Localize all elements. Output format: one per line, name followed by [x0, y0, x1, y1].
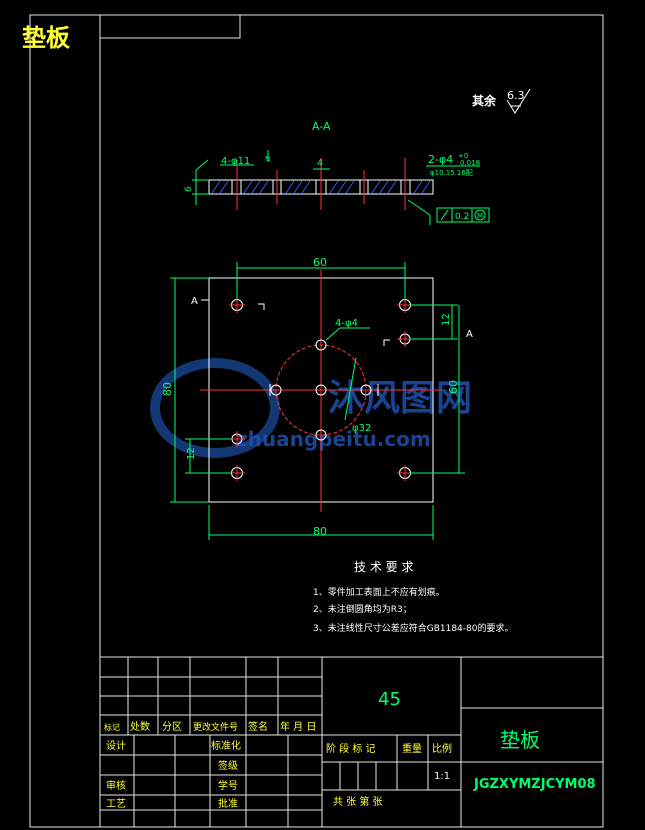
- dim-right-top: 12: [441, 313, 452, 326]
- watermark: 沐风图网 zhuangpeitu.com: [150, 358, 472, 458]
- weight-header: 重量: [402, 742, 422, 755]
- plan-view: 60 80 80 12 12 60 4-φ4 φ32 A A: [161, 256, 473, 540]
- watermark-name: 沐风图网: [328, 378, 472, 419]
- dim-tol-lower: 0.018: [460, 159, 480, 167]
- drawing-number: JGZXYMZJCYM08: [473, 777, 596, 792]
- dim-thickness: 6: [184, 186, 194, 192]
- dim-left-small: 12: [186, 447, 197, 460]
- dim-left: 80: [161, 382, 174, 396]
- dim-holes-left: 4-φ11: [221, 156, 250, 167]
- role-standard: 标准化: [211, 739, 241, 752]
- scale-value: 1:1: [434, 771, 450, 782]
- position-symbol-icon: [440, 209, 449, 221]
- watermark-logo-icon: [150, 358, 280, 458]
- tol-value: 0.2: [455, 212, 469, 222]
- tech-item-2: 2、未注倒圆角均为R3；: [313, 603, 412, 615]
- role-student-id: 学号: [218, 779, 238, 792]
- surface-finish-value: 6.3: [507, 89, 525, 102]
- dim-circle: φ32: [352, 423, 371, 434]
- dim-note: φ10.15.16配: [430, 169, 473, 177]
- rev-header-5: 年 月 日: [280, 720, 316, 733]
- rev-header-0: 标记: [104, 722, 120, 732]
- roughness-symbol-icon: [506, 88, 531, 114]
- rev-header-2: 分区: [162, 721, 182, 733]
- tech-item-3: 3、未注线性尺寸公差应符合GB1184-80的要求。: [313, 622, 513, 634]
- dim-tol-upper: +0: [458, 152, 468, 160]
- watermark-url: zhuangpeitu.com: [236, 427, 431, 451]
- dim-top: 60: [313, 256, 327, 269]
- datum-mark-icon: N: [265, 155, 270, 163]
- pitch-circle: [275, 344, 367, 436]
- dim-slot: 4: [317, 158, 323, 169]
- role-review: 审核: [106, 779, 126, 792]
- stage-header: 阶 段 标 记: [326, 742, 376, 755]
- role-approve: 批准: [218, 797, 238, 810]
- code-box: [99, 14, 241, 39]
- dim-right: 60: [447, 380, 460, 394]
- tech-requirements: 技 术 要 求 1、零件加工表面上不应有划痕。 2、未注倒圆角均为R3； 3、未…: [313, 560, 513, 634]
- tol-modifier: M: [477, 212, 483, 220]
- material: 45: [378, 689, 401, 710]
- section-view: 4-φ11 6 4 2-φ4 +0 0.018 φ10.15.16配 0.2 M…: [184, 150, 490, 225]
- dim-holes-small: 4-φ4: [335, 318, 358, 329]
- dim-holes-right: 2-φ4: [428, 153, 453, 166]
- outer-border: [29, 14, 604, 828]
- role-grade: 签级: [218, 759, 238, 772]
- dim-bottom: 80: [313, 525, 327, 538]
- rev-header-3: 更改文件号: [193, 721, 238, 733]
- surface-finish-label: 其余: [472, 93, 497, 108]
- scale-header: 比例: [432, 742, 452, 755]
- header-title: 垫板: [22, 24, 71, 52]
- tech-title: 技 术 要 求: [354, 560, 413, 574]
- role-design: 设计: [106, 739, 126, 752]
- section-mark-right: A: [466, 329, 473, 340]
- section-label: A-A: [312, 120, 331, 133]
- role-process: 工艺: [106, 798, 126, 810]
- rev-header-4: 签名: [248, 720, 268, 733]
- part-name: 垫板: [500, 728, 540, 752]
- title-block: 标记 处数 分区 更改文件号 签名 年 月 日 设计 审核 工艺 标准化 签级 …: [99, 656, 604, 828]
- tech-item-1: 1、零件加工表面上不应有划痕。: [313, 586, 445, 598]
- sheet-info: 共 张 第 张: [333, 795, 383, 808]
- section-mark-left: A: [191, 296, 198, 307]
- rev-header-1: 处数: [130, 720, 150, 733]
